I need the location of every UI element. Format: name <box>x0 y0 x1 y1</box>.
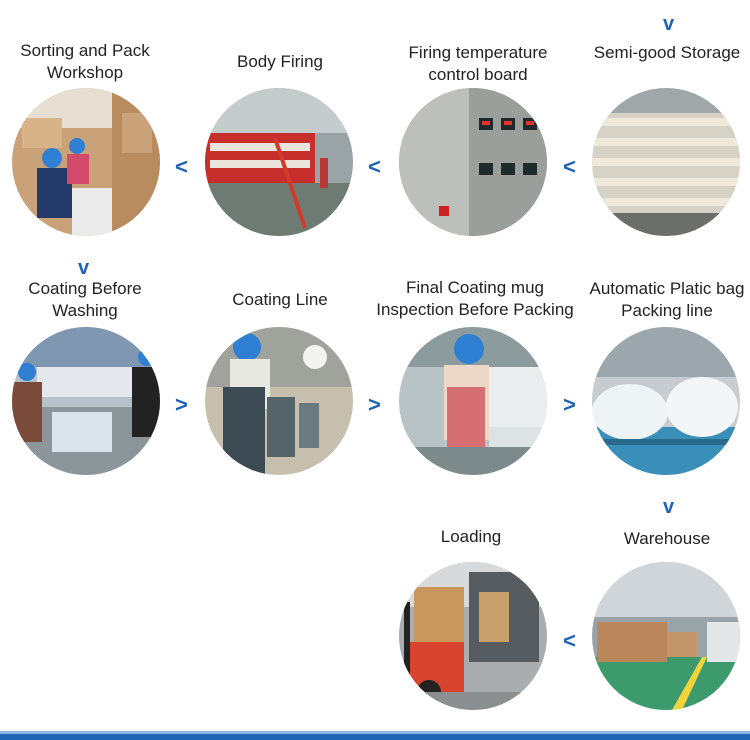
photo-coating-line <box>205 327 353 475</box>
photo-final-inspection <box>399 327 547 475</box>
down-arrow-icon: v <box>78 258 89 278</box>
photo-warehouse <box>592 562 740 710</box>
photo-body-firing <box>205 88 353 236</box>
right-arrow-icon: > <box>368 394 381 416</box>
down-arrow-icon: v <box>663 497 674 517</box>
photo-semi-good <box>592 88 740 236</box>
photo-coating-washing <box>12 327 160 475</box>
step-label: Body Firing <box>195 51 365 73</box>
step-label: Warehouse <box>582 528 750 550</box>
left-arrow-icon: < <box>368 156 381 178</box>
photo-firing-temp <box>399 88 547 236</box>
photo-sorting-pack <box>12 88 160 236</box>
bottom-accent-bar <box>0 734 750 740</box>
left-arrow-icon: < <box>175 156 188 178</box>
step-label: Coating Before Washing <box>0 278 170 322</box>
step-label: Final Coating mug Inspection Before Pack… <box>365 277 585 321</box>
photo-loading <box>399 562 547 710</box>
right-arrow-icon: > <box>175 394 188 416</box>
step-label: Coating Line <box>195 289 365 311</box>
left-arrow-icon: < <box>563 156 576 178</box>
step-label: Loading <box>386 526 556 548</box>
step-label: Semi-good Storage <box>582 42 750 64</box>
left-arrow-icon: < <box>563 630 576 652</box>
step-label: Firing temperature control board <box>393 42 563 86</box>
photo-auto-bag <box>592 327 740 475</box>
down-arrow-icon: v <box>663 14 674 34</box>
right-arrow-icon: > <box>563 394 576 416</box>
step-label: Sorting and Pack Workshop <box>0 40 170 84</box>
step-label: Automatic Platic bag Packing line <box>582 278 750 322</box>
